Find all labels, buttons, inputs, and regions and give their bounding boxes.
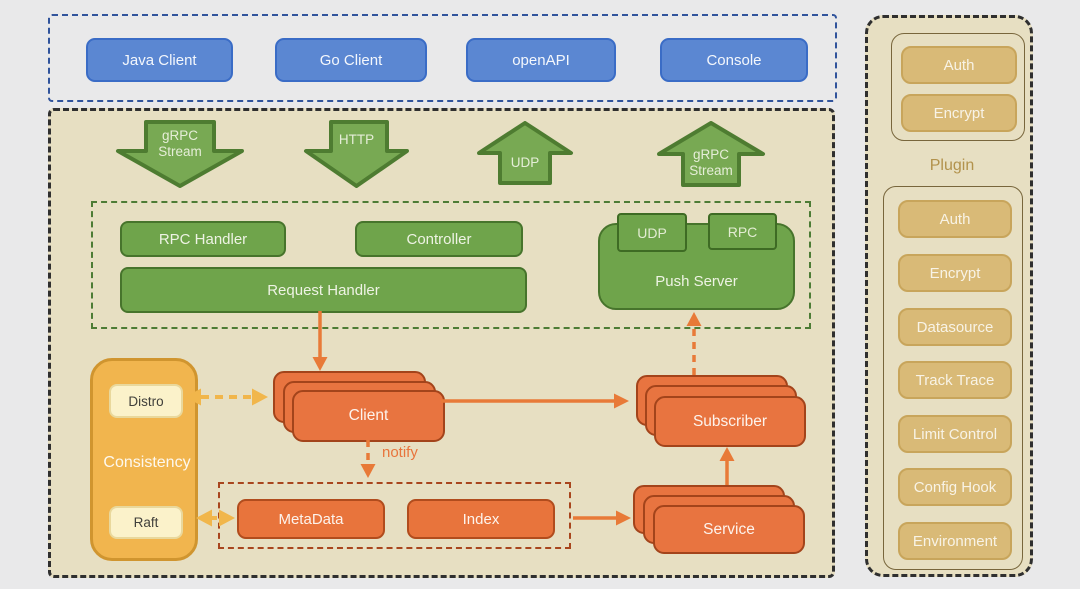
- naming-data-frame: MetaData Index: [218, 482, 571, 549]
- metadata-box: MetaData: [237, 499, 385, 539]
- client-layer-frame: Java Client Go Client openAPI Console: [48, 14, 837, 102]
- push-server-rpc-port: RPC: [708, 213, 777, 250]
- plugin-panel: Auth Encrypt Plugin Auth Encrypt Datasou…: [865, 15, 1033, 577]
- plugin-item-encrypt: Encrypt: [898, 254, 1012, 292]
- down-arrow-icon: [116, 120, 244, 188]
- index-box: Index: [407, 499, 555, 539]
- connector-arrows: [185, 311, 735, 527]
- transport-arrow-grpc-stream-up: gRPC Stream: [656, 121, 766, 187]
- transport-arrow-label: gRPC Stream: [158, 128, 202, 159]
- plugin-item-config-hook: Config Hook: [898, 468, 1012, 506]
- client-box: Client: [292, 390, 445, 442]
- plugin-item-datasource: Datasource: [898, 308, 1012, 346]
- request-handler-box: Request Handler: [120, 267, 527, 313]
- service-stack: Service: [633, 485, 805, 554]
- plugin-auth-box: Auth: [901, 46, 1017, 84]
- arrowhead-up: [686, 312, 702, 326]
- up-arrow-icon: [477, 121, 573, 185]
- plugin-encrypt-box: Encrypt: [901, 94, 1017, 132]
- distro-protocol-box: Distro: [109, 384, 183, 418]
- transport-arrow-grpc-stream-down: gRPC Stream: [115, 120, 245, 188]
- down-arrow-icon: [304, 120, 409, 188]
- arrowhead-down: [360, 464, 376, 478]
- arrowhead-right: [252, 388, 268, 406]
- arrowhead-right: [616, 510, 631, 526]
- push-server-udp-port: UDP: [617, 213, 687, 252]
- box-java-client: Java Client: [86, 38, 233, 82]
- arrowhead-right: [219, 509, 235, 527]
- subscriber-box: Subscriber: [654, 396, 806, 447]
- raft-protocol-box: Raft: [109, 506, 183, 539]
- up-arrow-icon: [657, 121, 765, 187]
- plugin-item-environment: Environment: [898, 522, 1012, 560]
- box-console: Console: [660, 38, 808, 82]
- box-openapi: openAPI: [466, 38, 616, 82]
- plugin-item-limit-control: Limit Control: [898, 415, 1012, 453]
- client-stack: Client: [273, 371, 445, 449]
- service-box: Service: [653, 505, 805, 554]
- subscriber-stack: Subscriber: [636, 375, 806, 447]
- plugin-panel-title: Plugin: [929, 157, 975, 174]
- arrowhead-down: [312, 357, 328, 371]
- controller-box: Controller: [355, 221, 523, 257]
- plugin-list-group: Auth Encrypt Datasource Track Trace Limi…: [883, 186, 1023, 570]
- transport-arrow-http-down: HTTP: [303, 120, 410, 188]
- box-go-client: Go Client: [275, 38, 427, 82]
- server-core-frame: gRPC Stream HTTP UDP gRPC Stream RPC Han…: [48, 108, 835, 578]
- handler-layer-frame: RPC Handler Controller Request Handler P…: [91, 201, 811, 329]
- plugin-item-track-trace: Track Trace: [898, 361, 1012, 399]
- consistency-label: Consistency: [103, 454, 191, 471]
- transport-arrow-label: gRPC Stream: [689, 147, 733, 178]
- transport-arrow-udp-up: UDP: [476, 121, 574, 185]
- arrowhead-left: [185, 388, 201, 406]
- arrowhead-up: [719, 447, 735, 461]
- notify-label: notify: [382, 444, 418, 461]
- consistency-module: Distro Consistency Raft: [90, 358, 198, 561]
- rpc-handler-box: RPC Handler: [120, 221, 286, 257]
- arrowhead-right: [614, 393, 629, 409]
- transport-arrow-label: HTTP: [338, 132, 375, 147]
- transport-arrow-label: UDP: [510, 155, 540, 170]
- core-plugin-group: Auth Encrypt: [891, 33, 1025, 141]
- arrowhead-left: [196, 509, 212, 527]
- plugin-item-auth: Auth: [898, 200, 1012, 238]
